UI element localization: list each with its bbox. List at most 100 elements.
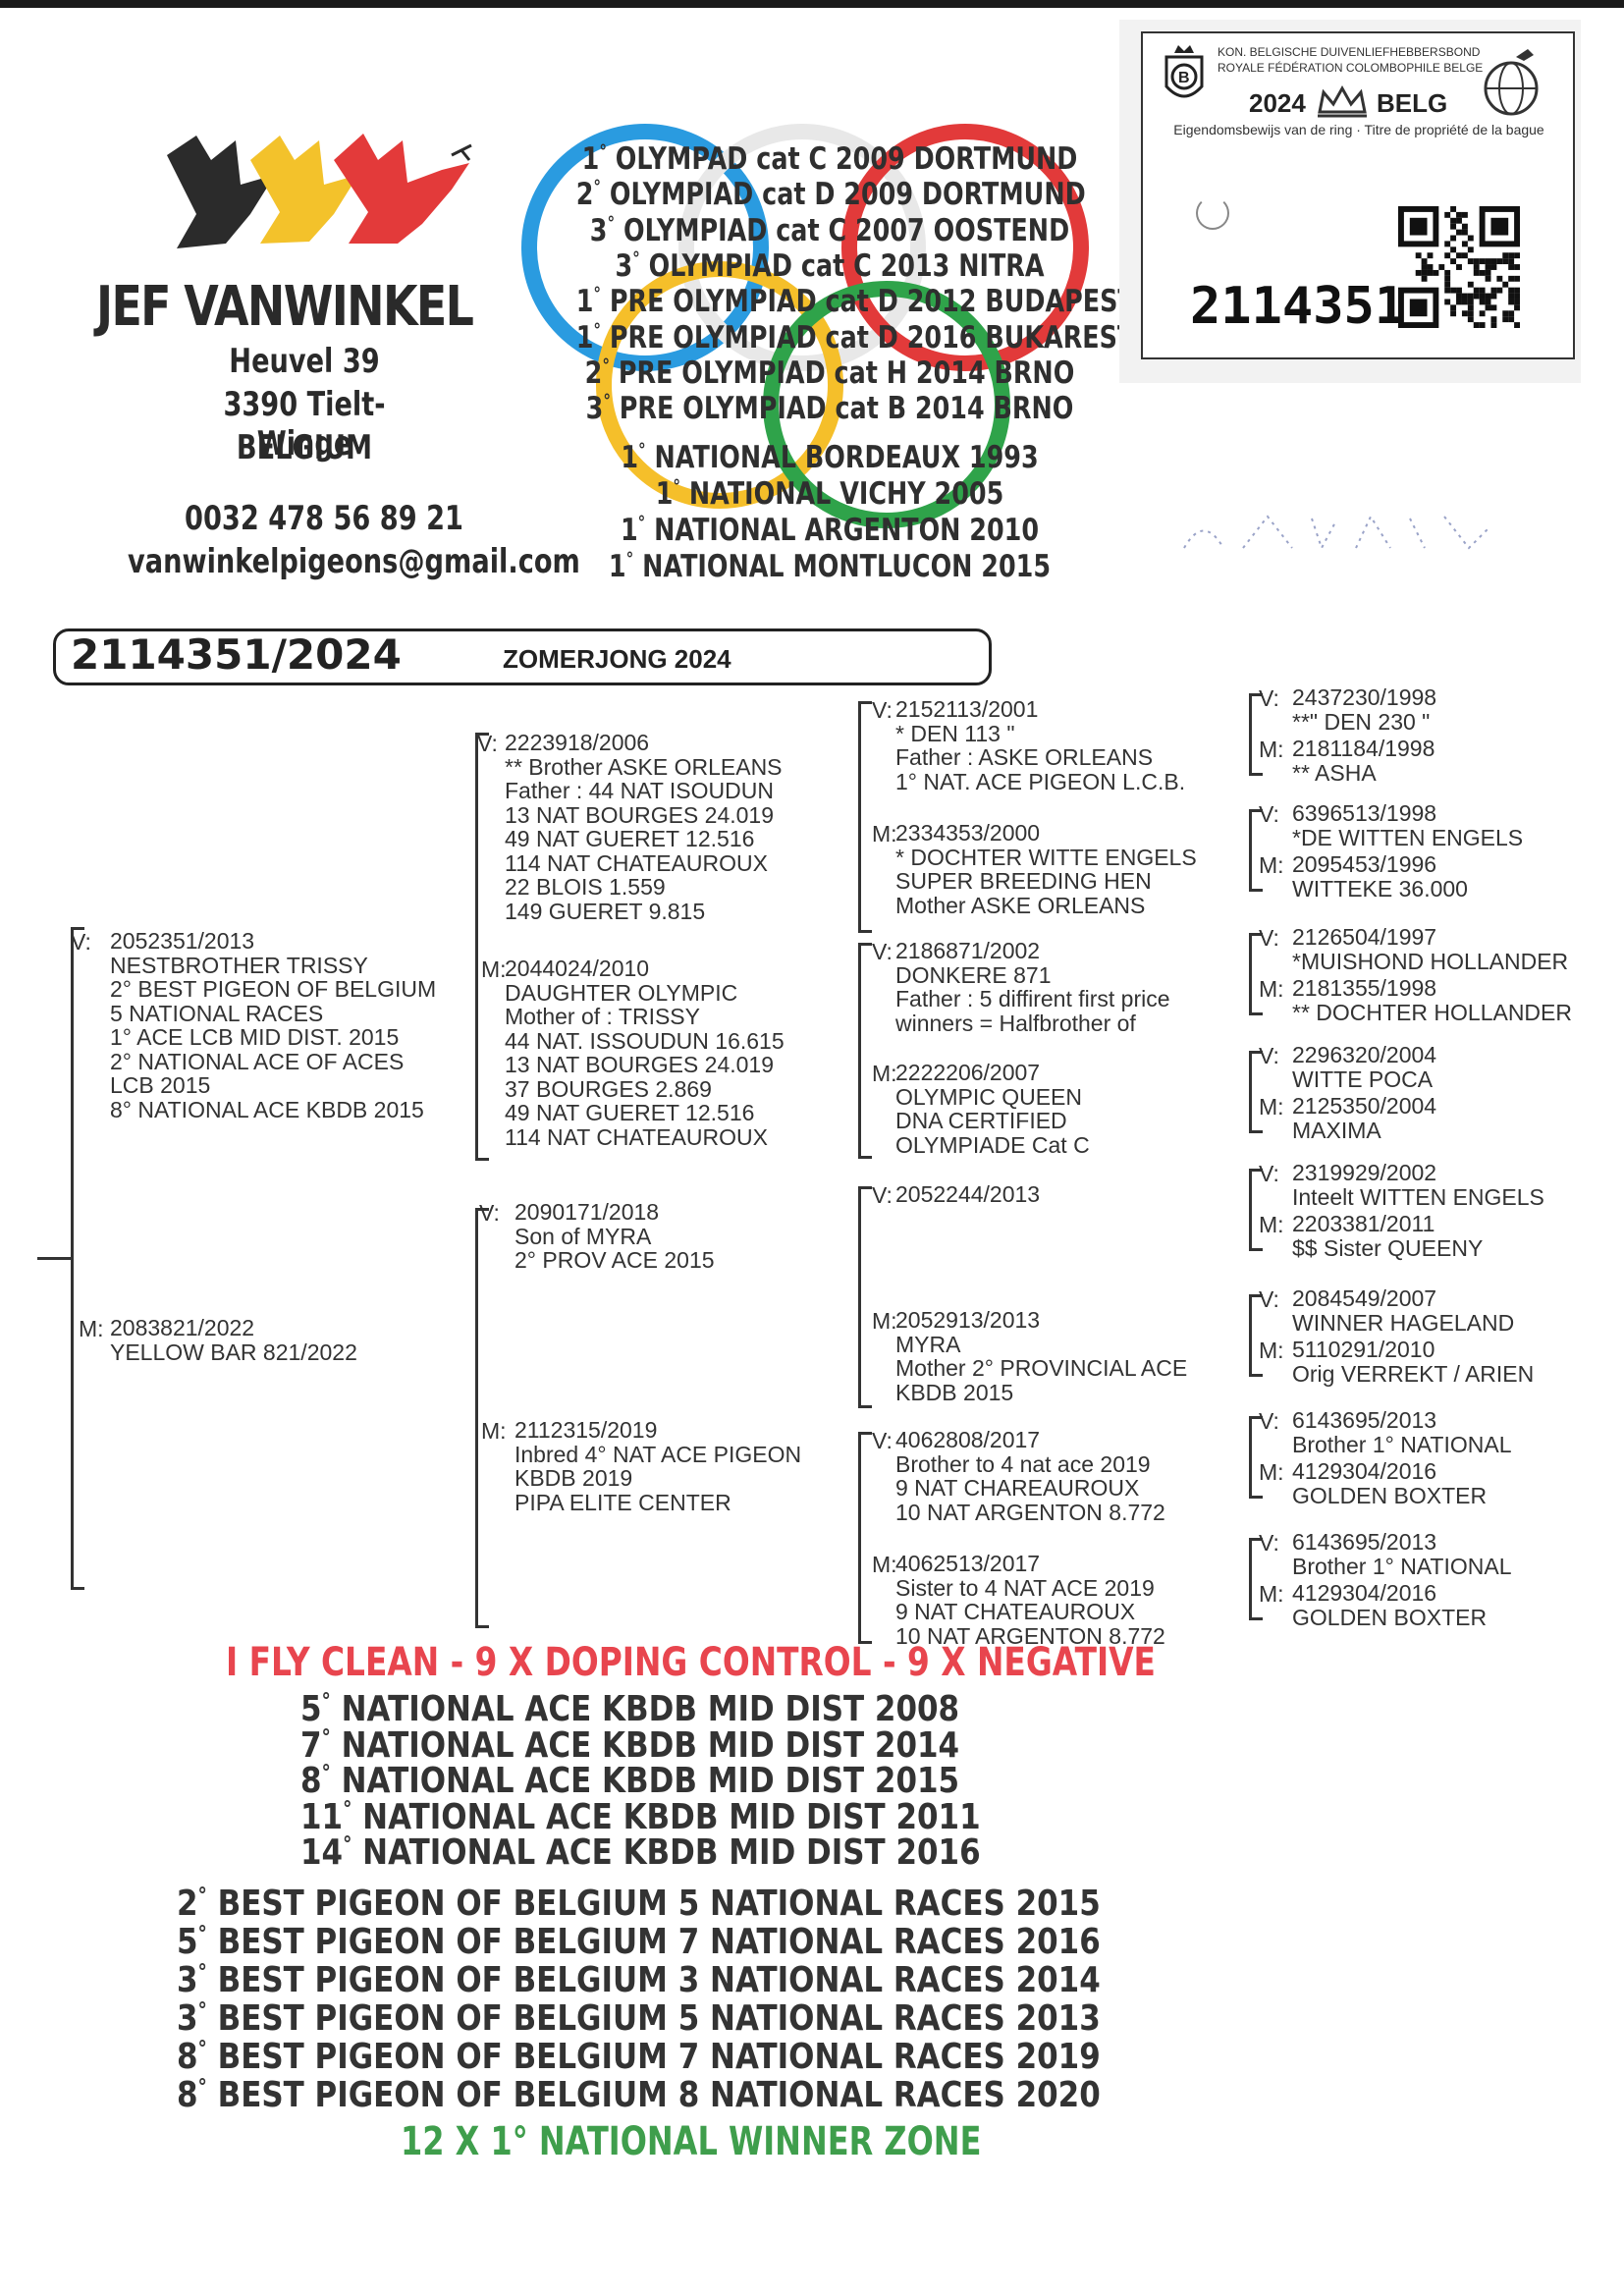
pedigree-line: 6143695/2013 xyxy=(1292,1529,1437,1555)
national-result-line: 1° NATIONAL MONTLUCON 2015 xyxy=(576,549,1084,584)
result-text: BEST PIGEON OF BELGIUM 7 NATIONAL RACES … xyxy=(206,1922,1101,1962)
rank-number: 1 xyxy=(620,513,638,548)
pedigree-sex-label: V: xyxy=(1259,1161,1279,1186)
degree-sign: ° xyxy=(632,248,640,270)
three-doves-logo xyxy=(167,134,472,248)
rank-number: 1 xyxy=(581,141,600,177)
olympiad-result-line: 3° OLYMPIAD cat C 2007 OOSTEND xyxy=(576,213,1084,248)
rank-number: 1 xyxy=(575,319,594,355)
scan-top-edge xyxy=(0,0,1624,8)
pedigree-sex-label: M: xyxy=(1259,852,1284,878)
pedigree-sex-label: V: xyxy=(1259,801,1279,827)
pedigree-line: NESTBROTHER TRISSY xyxy=(110,952,368,978)
pedigree-sex-label: M: xyxy=(872,1552,897,1577)
ring-card-org-nl: KON. BELGISCHE DUIVENLIEFHEBBERSBOND xyxy=(1218,45,1481,59)
rank-number: 5 xyxy=(177,1922,198,1962)
degree-sign: ° xyxy=(321,1689,331,1714)
bracket-gen3 xyxy=(858,943,872,1159)
pedigree-line: 114 NAT CHATEAUROUX xyxy=(505,849,768,876)
pedigree-line: 44 NAT. ISSOUDUN 16.615 xyxy=(505,1027,785,1054)
rank-number: 2 xyxy=(584,355,603,391)
best-pigeon-line: 3° BEST PIGEON OF BELGIUM 5 NATIONAL RAC… xyxy=(177,1998,1101,2039)
pedigree-line: 2044024/2010 xyxy=(505,956,650,981)
pedigree-line: Sister to 4 NAT ACE 2019 xyxy=(895,1574,1155,1601)
pedigree-line: Father : 5 diffirent first price xyxy=(895,986,1170,1011)
best-pigeon-line: 8° BEST PIGEON OF BELGIUM 8 NATIONAL RAC… xyxy=(177,2075,1101,2115)
pedigree-sex-label: V: xyxy=(872,939,893,964)
pedigree-line: 2181355/1998 xyxy=(1292,975,1437,1001)
bracket-gen2-sire xyxy=(475,733,489,1161)
pedigree-line: 2052244/2013 xyxy=(895,1181,1041,1207)
kbdb-emblem-icon: B xyxy=(1164,45,1204,98)
pedigree-line: 2095453/1996 xyxy=(1292,851,1437,877)
pedigree-sex-label: V: xyxy=(479,1200,500,1226)
degree-sign: ° xyxy=(197,2037,207,2061)
national-result-line: 1° NATIONAL BORDEAUX 1993 xyxy=(576,440,1084,475)
pedigree-sex-label: M: xyxy=(1259,1581,1284,1607)
yellow-dove-icon xyxy=(250,136,358,244)
ace-result-line: 5° NATIONAL ACE KBDB MID DIST 2008 xyxy=(300,1689,959,1729)
ring-card-org-fr: ROYALE FÉDÉRATION COLOMBOPHILE BELGE xyxy=(1218,61,1484,75)
crown-emblem-icon xyxy=(1318,84,1367,118)
degree-sign: ° xyxy=(603,391,611,412)
rank-number: 8 xyxy=(300,1761,322,1801)
result-text: NATIONAL BORDEAUX 1993 xyxy=(645,440,1039,475)
pedigree-line: 2083821/2022 xyxy=(110,1315,255,1340)
bracket-gen2-dam xyxy=(475,1208,489,1628)
pedigree-line: Orig VERREKT / ARIEN xyxy=(1292,1360,1535,1387)
gen4-sire-block: 6396513/1998*DE WITTEN ENGELS xyxy=(1292,801,1523,849)
degree-sign: ° xyxy=(197,1998,207,2023)
pedigree-line: Inbred 4° NAT ACE PIGEON xyxy=(514,1441,802,1467)
pedigree-sex-label: M: xyxy=(1259,737,1284,762)
result-text: PRE OLYMPIAD cat H 2014 BRNO xyxy=(609,355,1075,391)
pedigree-line: Mother of : TRISSY xyxy=(505,1004,700,1029)
breeder-email: vanwinkelpigeons@gmail.com xyxy=(128,542,580,581)
rank-number: 7 xyxy=(300,1724,322,1766)
ring-card-caption: Eigendomsbewijs van de ring · Titre de p… xyxy=(1173,122,1544,137)
winner-zone-statement: 12 X 1° NATIONAL WINNER ZONE xyxy=(401,2119,982,2164)
degree-sign: ° xyxy=(593,320,602,342)
pedigree-line: SUPER BREEDING HEN xyxy=(895,868,1152,894)
pedigree-sex-label: M: xyxy=(1259,1212,1284,1237)
pedigree-line: YELLOW BAR 821/2022 xyxy=(110,1339,357,1365)
best-pigeon-line: 2° BEST PIGEON OF BELGIUM 5 NATIONAL RAC… xyxy=(177,1884,1101,1924)
fci-globe-pigeon-icon xyxy=(1484,49,1539,116)
ace-result-line: 8° NATIONAL ACE KBDB MID DIST 2015 xyxy=(300,1761,959,1801)
pedigree-line: DNA CERTIFIED xyxy=(895,1108,1067,1133)
pedigree-line: 2° BEST PIGEON OF BELGIUM xyxy=(110,976,437,1002)
olympiad-result-line: 2° PRE OLYMPIAD cat H 2014 BRNO xyxy=(576,355,1084,391)
pedigree-line: ** ASHA xyxy=(1292,759,1377,786)
bracket-gen4 xyxy=(1249,1169,1263,1251)
result-text: OLYMPIAD cat C 2007 OOSTEND xyxy=(615,212,1070,248)
result-text: PRE OLYMPIAD cat D 2012 BUDAPEST xyxy=(601,284,1135,320)
bracket-gen4 xyxy=(1249,1051,1263,1133)
pedigree-line: 4129304/2016 xyxy=(1292,1580,1437,1606)
gen4-dam-block: 2181184/1998** ASHA xyxy=(1292,737,1435,785)
pedigree-line: * DEN 113 " xyxy=(895,720,1015,746)
rank-number: 3 xyxy=(177,1998,198,2039)
degree-sign: ° xyxy=(593,177,602,198)
pedigree-line: 49 NAT GUERET 12.516 xyxy=(505,1100,755,1125)
rank-number: 8 xyxy=(177,2037,198,2077)
pedigree-line: Mother ASKE ORLEANS xyxy=(895,892,1146,918)
olympiad-result-line: 3° OLYMPIAD cat C 2013 NITRA xyxy=(576,248,1084,284)
pedigree-line: 5 NATIONAL RACES xyxy=(110,1000,324,1026)
ring-card-year: 2024 xyxy=(1249,88,1306,118)
pedigree-sex-label: M: xyxy=(1259,1094,1284,1120)
best-pigeon-line: 5° BEST PIGEON OF BELGIUM 7 NATIONAL RAC… xyxy=(177,1922,1101,1962)
rank-number: 3 xyxy=(177,1960,198,2000)
pedigree-line: 10 NAT ARGENTON 8.772 xyxy=(895,1622,1165,1649)
gen4-dam-block: 2181355/1998** DOCHTER HOLLANDER xyxy=(1292,976,1572,1024)
bracket-gen3 xyxy=(858,1186,872,1408)
degree-sign: ° xyxy=(599,141,607,163)
rank-number: 2 xyxy=(177,1884,198,1924)
